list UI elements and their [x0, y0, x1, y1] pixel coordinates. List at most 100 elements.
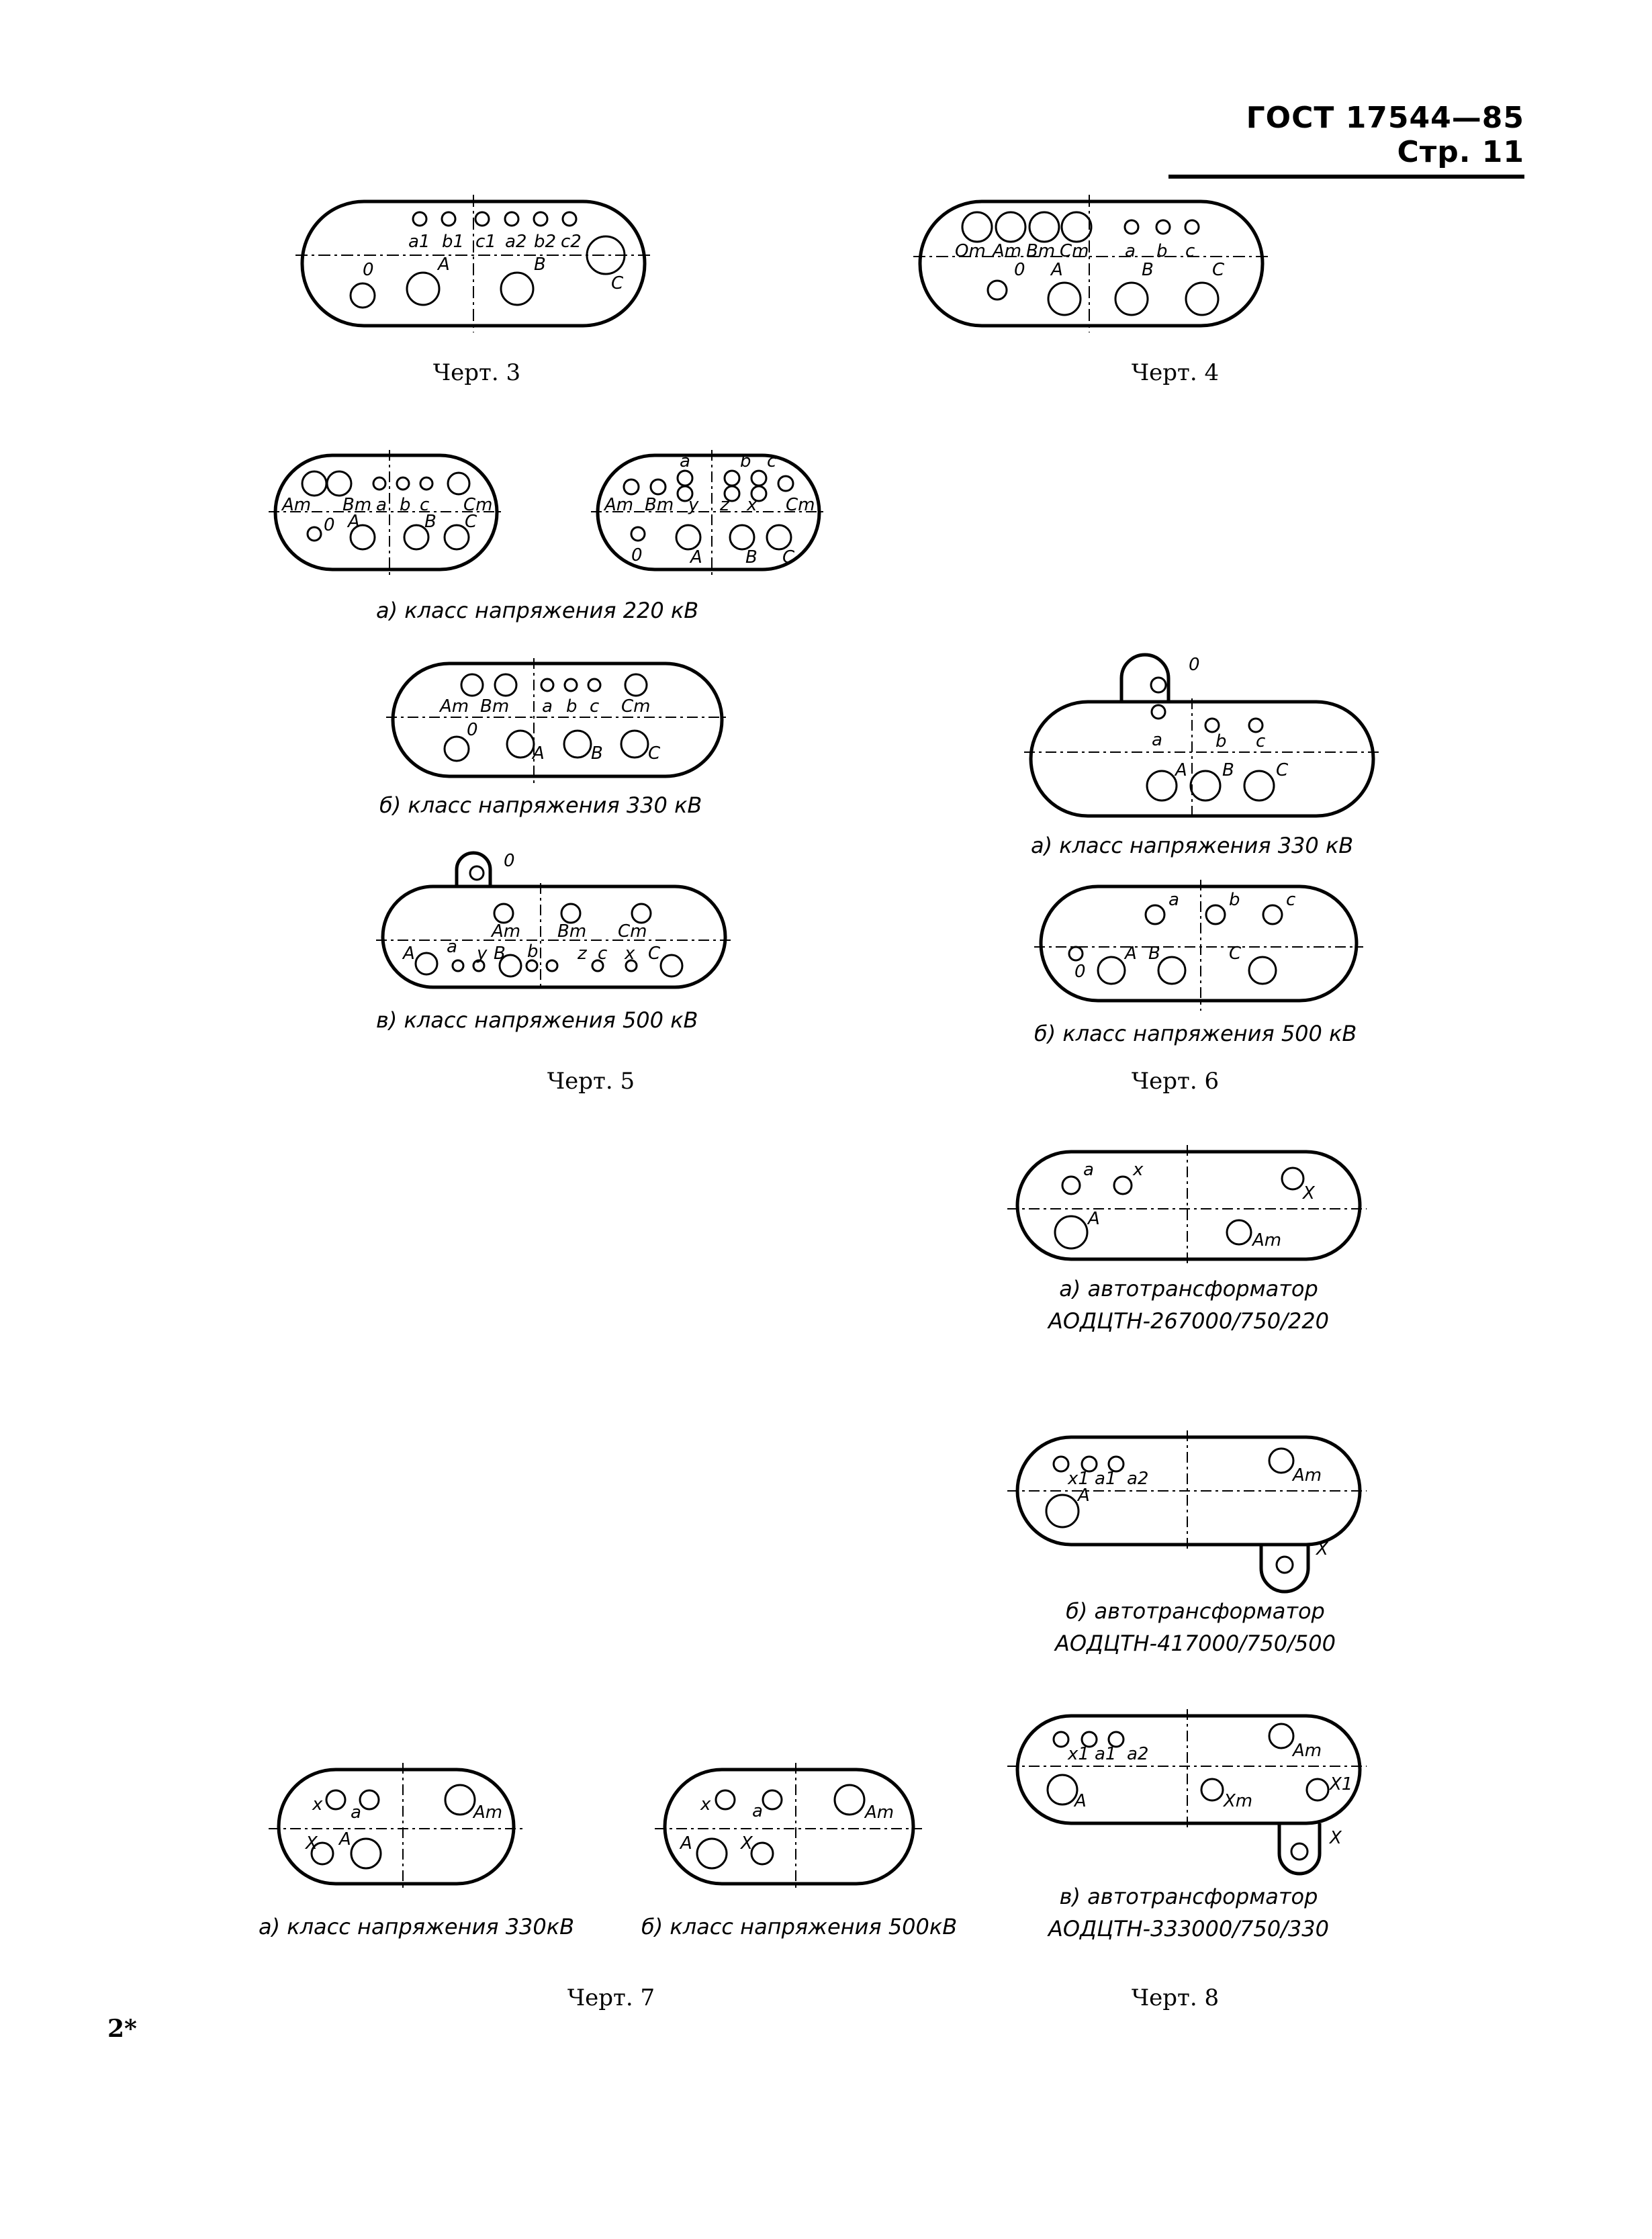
label-x-big: X [739, 1833, 753, 1854]
page-header: ГОСТ 17544—85 Стр. 11 [1168, 101, 1524, 179]
label-x: x [746, 495, 758, 515]
label-am: Am [603, 495, 633, 515]
label-c: c [767, 451, 776, 471]
label-b: b [1156, 241, 1168, 261]
figure-5a-right: Am Bm a b c y z x Cm 0 A B C [591, 450, 826, 576]
label-o: 0 [324, 515, 335, 535]
label-x-big: X [1328, 1828, 1342, 1848]
label-x: x [1132, 1160, 1144, 1180]
subcaption-fig-8b-line2: АОДЦТН-417000/750/500 [1055, 1631, 1336, 1656]
label-c-big: C [465, 512, 477, 532]
label-c-big: C [1229, 944, 1242, 964]
label-bm: Bm [1026, 241, 1055, 261]
label-bm: Bm [557, 921, 586, 942]
label-a: a [752, 1801, 763, 1821]
page-number: 2* [107, 2015, 137, 2043]
subcaption-fig-7b: б) класс напряжения 500кВ [641, 1914, 958, 1939]
label-a: a [1168, 890, 1179, 910]
label-a: a [1152, 730, 1162, 750]
figure-3: a1 b1 c1 a2 b2 c2 0 A B C [295, 195, 651, 332]
figure-8v: x1 a1 a2 Am A Xm X1 X [1007, 1709, 1367, 1876]
figure-5a-left: Am Bm a b c Cm 0 A B C [269, 450, 504, 576]
subcaption-fig-5b: б) класс напряжения 330 кВ [379, 792, 702, 818]
label-b-big: B [1148, 944, 1160, 964]
label-x1: x1 [1067, 1744, 1089, 1764]
caption-fig-5: Черт. 5 [547, 1068, 635, 1095]
label-c-big: C [1276, 760, 1289, 780]
label-a: a [447, 937, 457, 957]
label-am: Am [864, 1802, 894, 1823]
label-x1-big: X1 [1328, 1774, 1352, 1794]
label-am: Am [1291, 1741, 1322, 1761]
label-x1: x1 [1067, 1469, 1089, 1489]
label-b: b [566, 696, 578, 717]
label-x-big: X [304, 1833, 318, 1854]
caption-fig-7: Черт. 7 [567, 1984, 655, 2011]
label-cm: Cm [621, 696, 650, 717]
label-c: C [611, 273, 624, 293]
label-bm: Bm [480, 696, 509, 717]
figure-5v: 0 Am Bm Cm A a y B b z c x C [376, 851, 732, 991]
label-y: y [476, 944, 488, 964]
label-a: a [680, 451, 690, 471]
label-b1: b1 [442, 232, 464, 252]
label-c: c [1185, 241, 1195, 261]
label-c-big: C [648, 743, 661, 764]
subcaption-fig-8b-line1: б) автотрансформатор [1066, 1598, 1325, 1624]
figure-6a: 0 a b c A B C [1024, 653, 1380, 821]
label-c-big: C [1212, 260, 1225, 280]
label-b-big: B [591, 743, 603, 764]
label-x-big: X [1301, 1183, 1316, 1203]
label-o: 0 [1014, 260, 1025, 280]
label-cm: Cm [1060, 241, 1089, 261]
label-o: 0 [631, 545, 643, 565]
figure-8a: a x X A Am [1007, 1145, 1367, 1265]
label-a1: a1 [408, 232, 430, 252]
label-a2: a2 [1127, 1744, 1148, 1764]
label-a-big: A [338, 1829, 351, 1849]
subcaption-fig-7a: а) класс напряжения 330кВ [259, 1914, 575, 1939]
label-om: Om [955, 241, 986, 261]
label-a-big: A [1174, 760, 1187, 780]
label-b: B [534, 255, 546, 275]
label-cm: Cm [618, 921, 647, 942]
label-am: Am [1291, 1465, 1322, 1486]
label-a-big: A [1087, 1209, 1100, 1229]
label-b-big: B [1222, 760, 1234, 780]
label-o: 0 [1189, 655, 1200, 675]
label-c: c [598, 944, 607, 964]
label-am: Am [439, 696, 469, 717]
subcaption-fig-5a: а) класс напряжения 220 кВ [376, 598, 699, 623]
figure-7b: x a Am A X [655, 1763, 922, 1889]
label-z: z [577, 944, 588, 964]
label-am: Am [281, 495, 311, 515]
label-a: A [437, 255, 450, 275]
label-am: Am [991, 241, 1021, 261]
subcaption-fig-8a-line1: а) автотрансформатор [1059, 1276, 1318, 1301]
label-c: c [590, 696, 599, 717]
label-c1: c1 [475, 232, 496, 252]
label-bm: Bm [645, 495, 674, 515]
label-o: 0 [363, 260, 374, 280]
subcaption-fig-8v: в) автотрансформатор АОДЦТН-333000/750/3… [1021, 1880, 1357, 1945]
figure-4: Om Am Bm Cm a b c 0 A B C [913, 195, 1269, 332]
subcaption-fig-8a: а) автотрансформатор АОДЦТН-267000/750/2… [1021, 1273, 1357, 1337]
label-a1: a1 [1095, 1469, 1116, 1489]
subcaption-fig-8v-line2: АОДЦТН-333000/750/330 [1048, 1916, 1329, 1941]
label-b2: b2 [534, 232, 556, 252]
label-cm: Cm [786, 495, 815, 515]
label-a: a [1083, 1160, 1094, 1180]
figure-6b: a b c 0 A B C [1034, 880, 1363, 1011]
label-a2: a2 [505, 232, 526, 252]
label-o: 0 [504, 851, 515, 871]
label-a-big: A [531, 743, 545, 764]
label-bm: Bm [342, 495, 371, 515]
label-a-big: A [1123, 944, 1137, 964]
label-x-big: X [1315, 1539, 1329, 1559]
label-x: x [312, 1794, 323, 1815]
label-a-big: A [402, 944, 415, 964]
label-b: b [740, 451, 751, 471]
label-a: a [1125, 241, 1136, 261]
label-am: Am [472, 1802, 502, 1823]
label-a2: a2 [1127, 1469, 1148, 1489]
